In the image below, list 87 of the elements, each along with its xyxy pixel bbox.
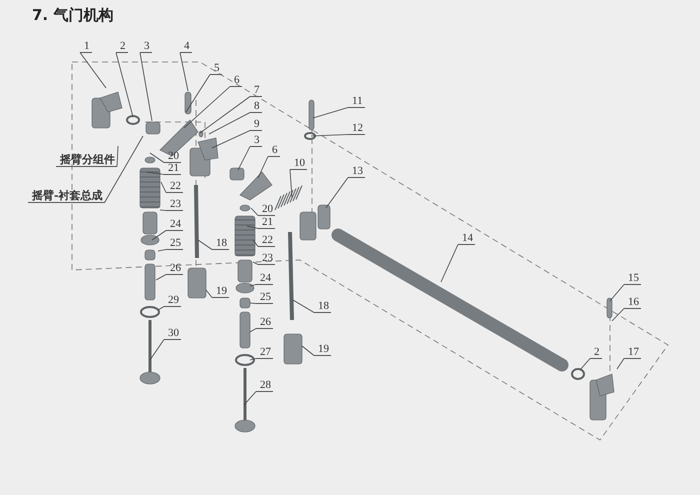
- callout-number: 3: [140, 40, 152, 53]
- leader-line: [312, 107, 348, 118]
- callout-number: 14: [458, 232, 475, 245]
- callout-number: 23: [166, 198, 183, 211]
- callout-number: 24: [256, 272, 273, 285]
- leader-line: [610, 284, 624, 302]
- leader-line: [250, 284, 256, 286]
- leader-line: [116, 52, 134, 118]
- leader-line: [292, 300, 314, 313]
- callout-number: 25: [166, 237, 183, 250]
- callout-number: 9: [250, 118, 262, 131]
- leader-line: [158, 306, 164, 310]
- callout-number: 15: [624, 272, 641, 285]
- leader-line: [116, 146, 118, 167]
- callout-number: 4: [180, 40, 192, 53]
- callout-number: 26: [256, 316, 273, 329]
- leader-line: [612, 308, 624, 322]
- leader-line: [290, 169, 292, 198]
- leader-line: [206, 290, 212, 298]
- callout-number: 8: [250, 100, 262, 113]
- leader-line: [580, 358, 590, 370]
- leader-line: [160, 182, 166, 193]
- callout-number: 20: [258, 203, 275, 216]
- callout-number: 30: [164, 327, 181, 340]
- leader-line: [250, 208, 258, 216]
- callout-number: 28: [256, 379, 273, 392]
- leader-line: [150, 339, 164, 360]
- leader-line: [146, 172, 164, 175]
- callout-number: 18: [212, 237, 229, 250]
- leader-line: [326, 177, 348, 208]
- leader-line: [250, 328, 256, 332]
- callout-number: 29: [164, 294, 181, 307]
- leader-line: [252, 240, 258, 247]
- title: 7. 气门机构: [32, 6, 114, 25]
- leader-line: [252, 262, 258, 265]
- callout-number: 19: [212, 285, 229, 298]
- callout-number: 2: [116, 40, 128, 53]
- callout-number: 2: [590, 346, 602, 359]
- leader-line: [200, 96, 250, 134]
- leader-line: [212, 130, 250, 148]
- leader-line: [180, 52, 188, 92]
- callout-number: 6: [230, 74, 242, 87]
- leader-line: [238, 146, 250, 170]
- leader-line: [246, 226, 258, 229]
- leader-line: [104, 136, 144, 203]
- callout-number: 13: [348, 165, 365, 178]
- part-label: 摇臂分组件: [56, 154, 117, 167]
- callout-number: 21: [258, 216, 275, 229]
- callout-number: 26: [166, 262, 183, 275]
- callout-number: 17: [624, 346, 641, 359]
- leader-line: [158, 249, 166, 252]
- callout-number: 12: [348, 122, 365, 135]
- callout-number: 16: [624, 296, 641, 309]
- leader-line: [616, 358, 624, 370]
- leader-line: [150, 152, 164, 163]
- callout-number: 21: [164, 162, 181, 175]
- callout-number: 19: [314, 343, 331, 356]
- callout-number: 23: [258, 252, 275, 265]
- callout-number: 27: [256, 346, 273, 359]
- leader-line: [440, 244, 458, 282]
- leader-line: [160, 210, 166, 211]
- leader-line: [302, 346, 314, 356]
- part-label: 摇臂-衬套总成: [28, 190, 105, 203]
- leader-line: [244, 391, 256, 406]
- callout-number: 1: [80, 40, 92, 53]
- callout-number: 7: [250, 84, 262, 97]
- leader-line: [156, 274, 166, 280]
- leader-line: [258, 156, 268, 178]
- callout-number: 18: [314, 300, 331, 313]
- callout-number: 5: [210, 62, 222, 75]
- leader-line: [250, 302, 256, 304]
- leader-line: [208, 112, 250, 134]
- callout-number: 3: [250, 134, 262, 147]
- leader-line: [310, 134, 348, 136]
- callout-number: 11: [348, 95, 365, 108]
- leader-line: [184, 86, 230, 128]
- leader-line: [198, 240, 212, 250]
- leader-line: [152, 230, 166, 240]
- callout-number: 6: [268, 144, 280, 157]
- leader-line: [250, 358, 256, 360]
- leader-line: [140, 52, 152, 122]
- callout-number: 24: [166, 218, 183, 231]
- callout-number: 22: [166, 180, 183, 193]
- callout-number: 25: [256, 291, 273, 304]
- callout-number: 22: [258, 234, 275, 247]
- leader-line: [186, 74, 210, 112]
- callout-number: 10: [290, 157, 307, 170]
